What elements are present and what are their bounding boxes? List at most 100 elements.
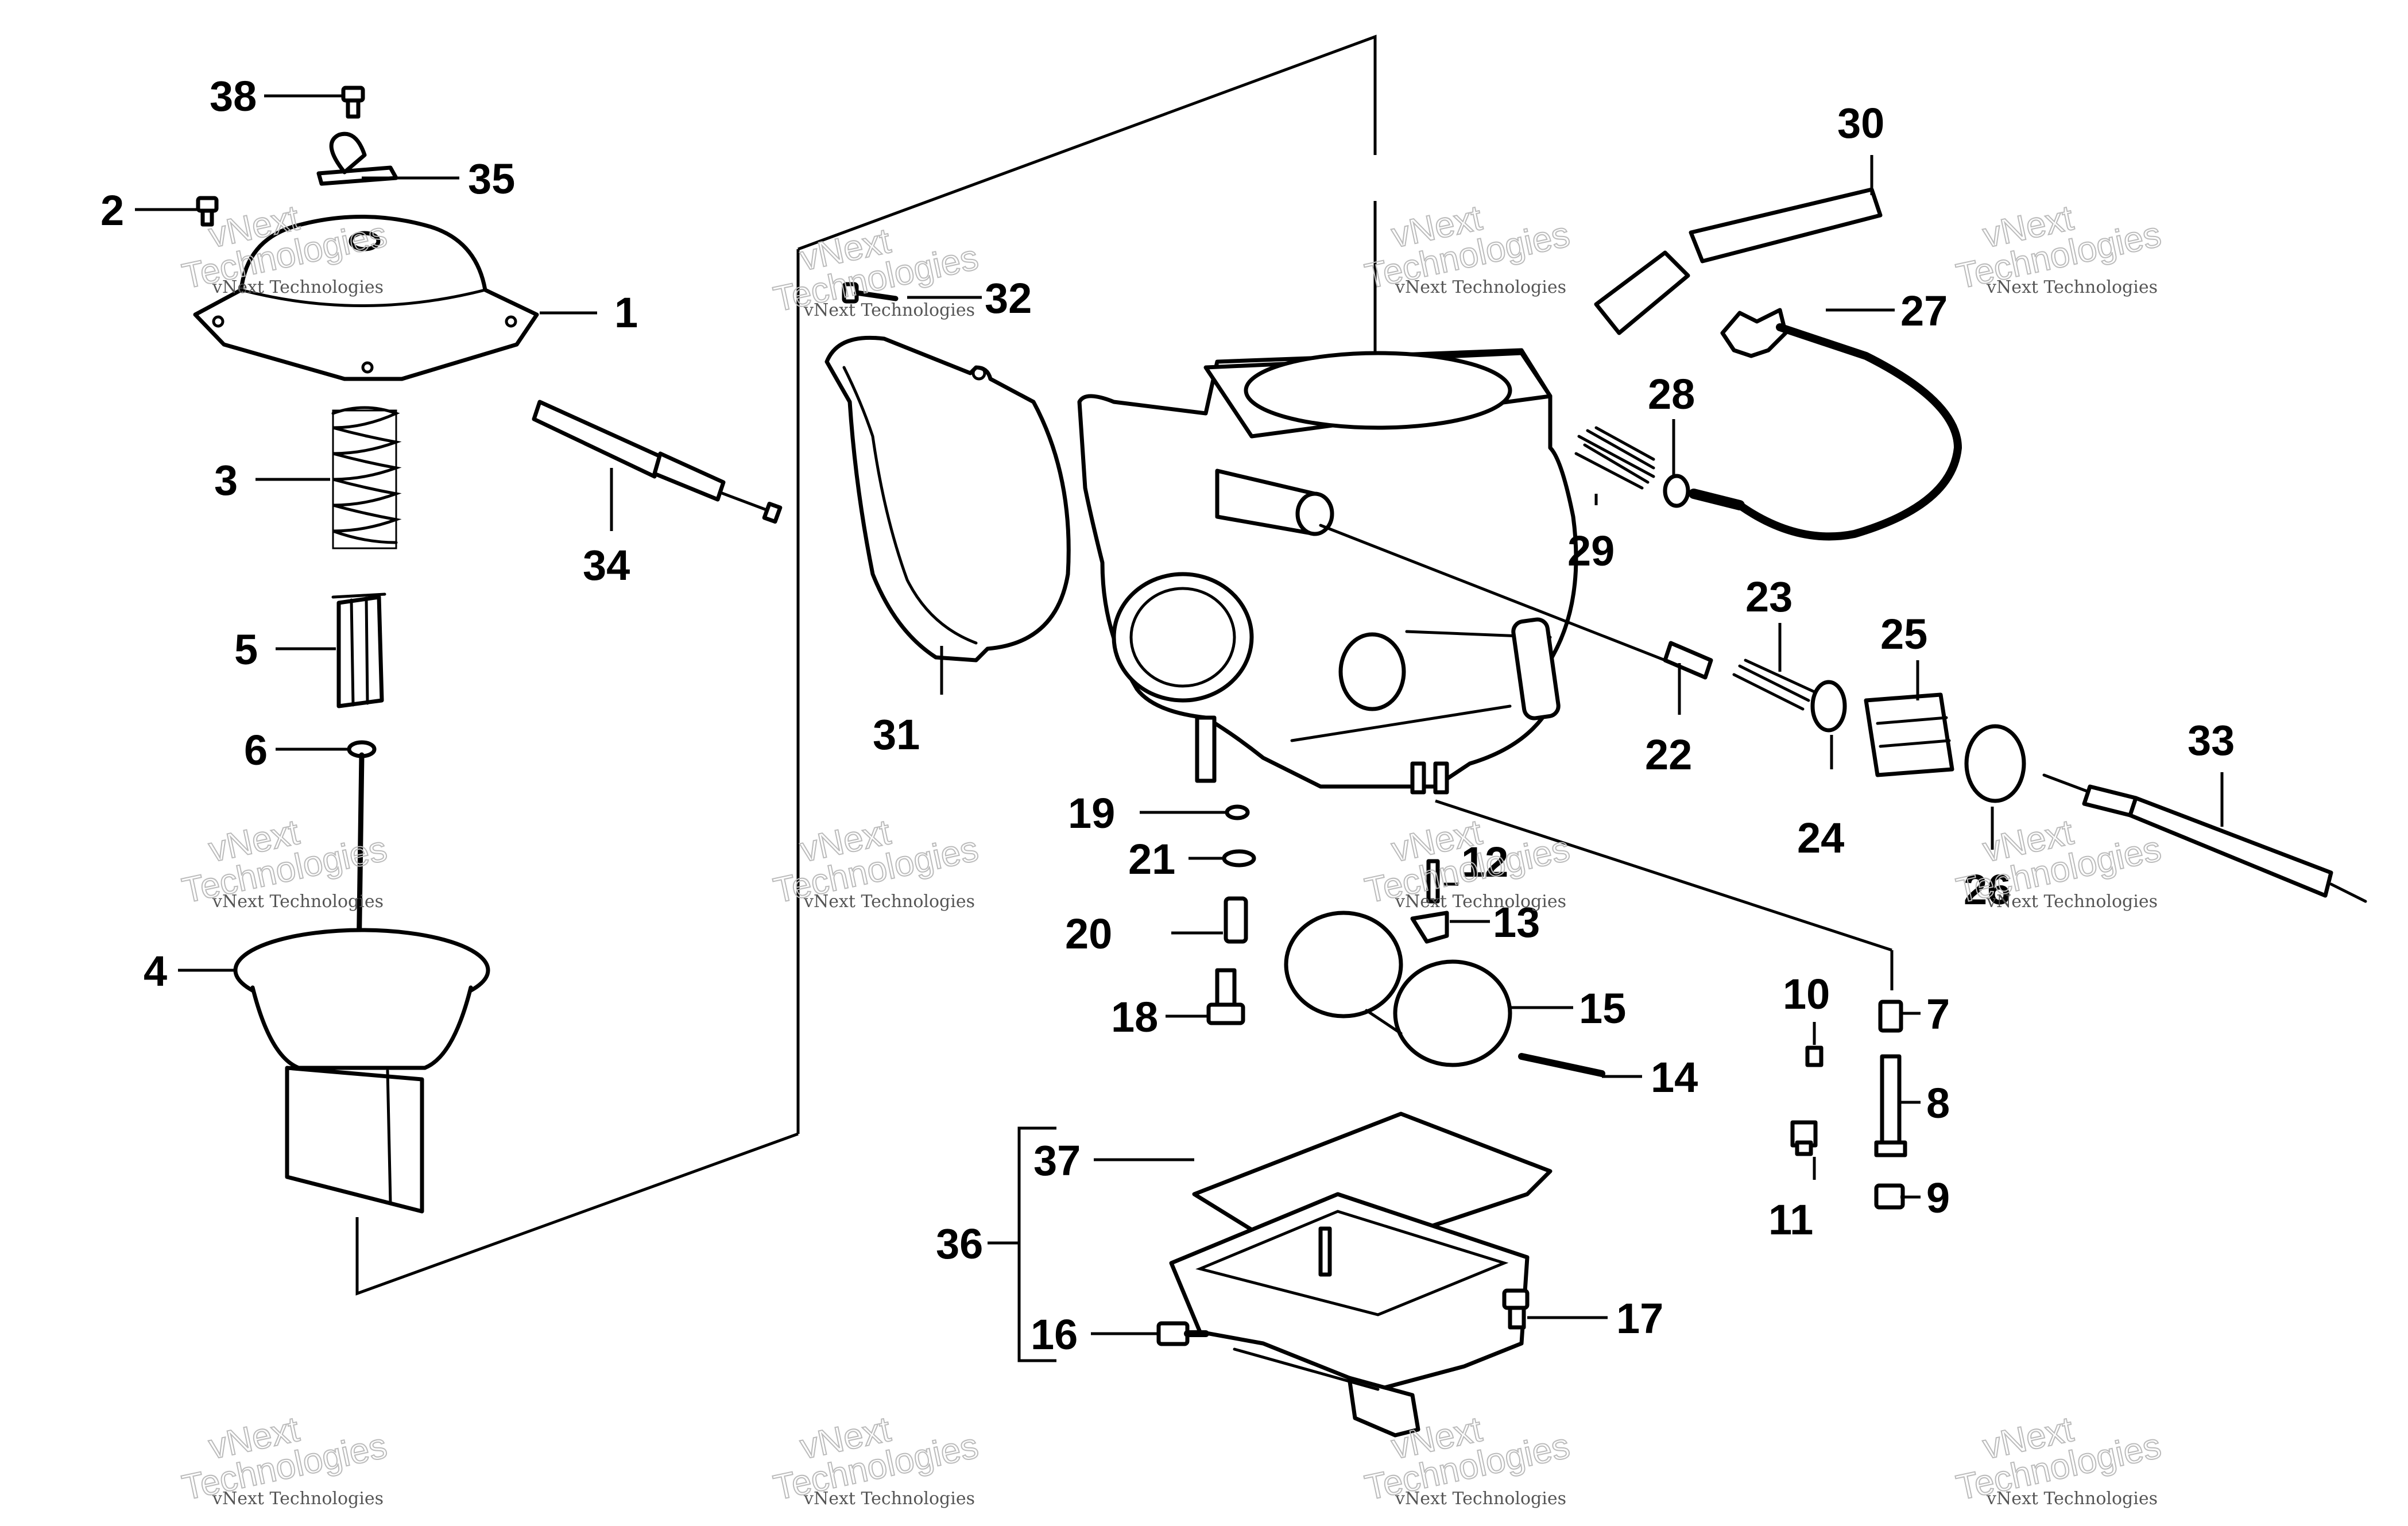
part-14-float-pin bbox=[1518, 1053, 1605, 1077]
callout-15: 15 bbox=[1579, 985, 1626, 1032]
callout-labels: 38 35 2 1 3 34 5 6 4 32 31 30 27 28 29 2… bbox=[100, 72, 2235, 1358]
callout-32: 32 bbox=[985, 274, 1032, 322]
svg-text:vNext Technologies: vNext Technologies bbox=[1395, 1489, 1566, 1509]
watermark-logo: vNext Technologies vNext Technologies bbox=[769, 812, 982, 912]
svg-text:vNext Technologies: vNext Technologies bbox=[803, 892, 975, 912]
part-18-jet bbox=[1206, 968, 1245, 1025]
callout-6: 6 bbox=[244, 726, 268, 774]
watermark-logo: vNext Technologies vNext Technologies bbox=[1361, 1409, 1573, 1509]
part-21-washer bbox=[1222, 849, 1256, 867]
callout-24: 24 bbox=[1797, 814, 1844, 862]
part-11-jet bbox=[1790, 1120, 1818, 1156]
svg-text:vNext Technologies: vNext Technologies bbox=[212, 277, 384, 297]
watermark-logo: vNext Technologies vNext Technologies bbox=[769, 220, 982, 320]
callout-17: 17 bbox=[1616, 1295, 1663, 1342]
callout-38: 38 bbox=[210, 72, 257, 120]
part-9-jet bbox=[1874, 1183, 1905, 1210]
svg-text:vNext Technologies: vNext Technologies bbox=[1395, 892, 1566, 912]
callout-26: 26 bbox=[1964, 866, 2011, 913]
part-7-jet bbox=[1878, 1000, 1903, 1033]
part-30-vent-hose bbox=[1594, 187, 1883, 335]
watermark-logo: vNext Technologies vNext Technologies bbox=[1361, 197, 1573, 297]
callout-12: 12 bbox=[1461, 838, 1508, 886]
callout-16: 16 bbox=[1031, 1311, 1078, 1358]
callout-25: 25 bbox=[1880, 610, 1927, 658]
svg-text:vNext Technologies: vNext Technologies bbox=[1986, 1489, 2158, 1509]
callout-29: 29 bbox=[1567, 527, 1615, 575]
watermark-logo: vNext Technologies vNext Technologies bbox=[178, 1409, 390, 1509]
part-34-throttle-cable bbox=[532, 400, 783, 524]
part-5-needle-clip-holder bbox=[331, 592, 386, 708]
callout-33: 33 bbox=[2188, 716, 2235, 764]
callout-11: 11 bbox=[1768, 1196, 1813, 1244]
callout-9: 9 bbox=[1926, 1174, 1950, 1222]
part-17-screw bbox=[1502, 1288, 1530, 1330]
svg-text:vNext Technologies: vNext Technologies bbox=[212, 1489, 384, 1509]
watermark-logo: vNext Technologies vNext Technologies bbox=[1952, 812, 2165, 912]
callout-34: 34 bbox=[583, 541, 630, 589]
part-6-jet-needle bbox=[347, 740, 377, 962]
part-10-jet bbox=[1805, 1045, 1824, 1067]
callout-21: 21 bbox=[1128, 835, 1175, 883]
callout-7: 7 bbox=[1926, 990, 1950, 1038]
callout-30: 30 bbox=[1837, 99, 1884, 147]
callout-27: 27 bbox=[1900, 287, 1948, 335]
part-35-cable-bracket bbox=[316, 131, 398, 186]
callout-23: 23 bbox=[1745, 573, 1793, 621]
callout-14: 14 bbox=[1651, 1054, 1698, 1101]
part-4-diaphragm-slide bbox=[233, 928, 490, 1214]
callout-18: 18 bbox=[1111, 993, 1158, 1041]
watermark-logo: vNext Technologies vNext Technologies bbox=[1952, 1409, 2165, 1509]
assembly-plane-outline bbox=[355, 34, 1377, 1296]
callout-13: 13 bbox=[1493, 898, 1540, 946]
part-29-spring bbox=[1574, 426, 1655, 490]
callout-1: 1 bbox=[614, 289, 638, 336]
part-31-cover bbox=[824, 335, 1071, 663]
svg-text:vNext Technologies: vNext Technologies bbox=[1986, 892, 2158, 912]
callout-35: 35 bbox=[468, 155, 515, 203]
part-12-pin bbox=[1426, 859, 1440, 904]
callout-2: 2 bbox=[100, 187, 124, 234]
part-20-spring bbox=[1224, 896, 1248, 944]
part-26-cap bbox=[1964, 724, 2026, 803]
part-23-spring bbox=[1732, 659, 1816, 711]
watermark-logo: vNext Technologies vNext Technologies bbox=[769, 1409, 982, 1509]
callout-28: 28 bbox=[1648, 370, 1695, 418]
part-3-spring bbox=[331, 406, 402, 549]
callout-31: 31 bbox=[873, 711, 920, 758]
svg-text:vNext Technologies: vNext Technologies bbox=[803, 300, 975, 320]
callout-20: 20 bbox=[1065, 910, 1112, 958]
part-24-o-ring bbox=[1810, 680, 1847, 733]
watermark-logo: vNext Technologies vNext Technologies bbox=[1361, 812, 1573, 912]
part-15-float bbox=[1284, 911, 1512, 1067]
part-27-starter-cable bbox=[1689, 308, 1962, 541]
part-25-filter bbox=[1864, 692, 1954, 777]
callout-4: 4 bbox=[144, 947, 167, 995]
callout-10: 10 bbox=[1783, 970, 1830, 1018]
svg-text:vNext Technologies: vNext Technologies bbox=[803, 1489, 975, 1509]
part-2-screw bbox=[196, 196, 219, 227]
part-22-plunger bbox=[1319, 524, 1713, 680]
part-13-lever bbox=[1410, 911, 1449, 944]
part-8-needle-jet bbox=[1874, 1054, 1907, 1157]
part-28-o-ring bbox=[1663, 474, 1690, 508]
callout-5: 5 bbox=[234, 626, 258, 673]
leader-lines bbox=[135, 94, 2224, 1335]
part-32-screw bbox=[842, 282, 899, 304]
callout-8: 8 bbox=[1926, 1079, 1950, 1127]
watermark-logo: vNext Technologies vNext Technologies bbox=[178, 197, 390, 297]
callout-36: 36 bbox=[936, 1220, 983, 1268]
callout-19: 19 bbox=[1068, 789, 1115, 837]
carburetor-body bbox=[1077, 348, 1578, 795]
svg-text:vNext Technologies: vNext Technologies bbox=[1395, 277, 1566, 297]
part-1-top-cover bbox=[193, 215, 539, 381]
callout-3: 3 bbox=[214, 456, 238, 504]
part-38-screw bbox=[341, 86, 365, 119]
watermark-group: vNext Technologies vNext Technologies vN… bbox=[178, 197, 2165, 1509]
svg-text:vNext Technologies: vNext Technologies bbox=[1986, 277, 2158, 297]
part-19-o-ring bbox=[1225, 804, 1250, 820]
callout-37: 37 bbox=[1033, 1137, 1081, 1184]
part-33-choke-cable bbox=[2042, 773, 2367, 903]
part-36-float-bowl bbox=[1169, 1192, 1530, 1438]
